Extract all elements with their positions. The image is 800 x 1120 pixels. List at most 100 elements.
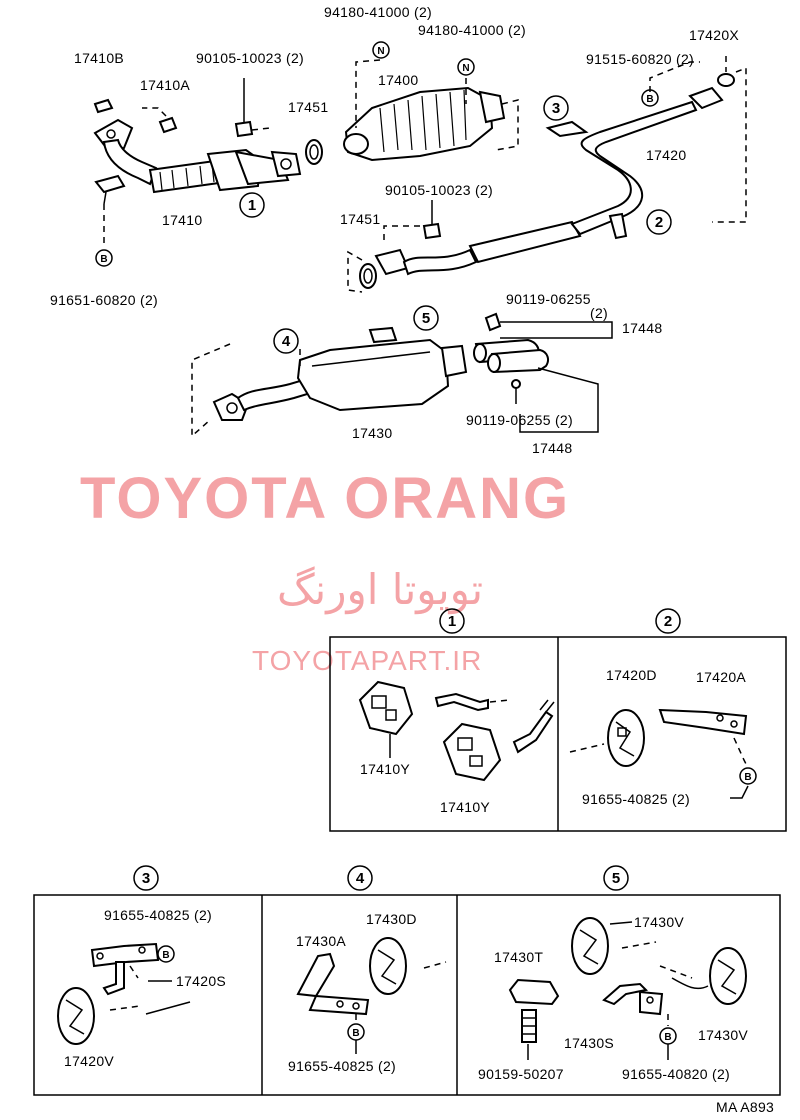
label-17410a: 17410A xyxy=(140,77,190,93)
tail-pipe-muffler-17430 xyxy=(191,326,468,438)
label-17420d: 17420D xyxy=(606,667,657,683)
detail-panel-3-4-5 xyxy=(33,894,781,1096)
marker-n-a: N xyxy=(372,41,390,59)
gasket-17410b xyxy=(93,98,114,114)
label-17430v-b: 17430V xyxy=(698,1027,748,1043)
label-17430: 17430 xyxy=(352,425,392,441)
front-exhaust-pipe-17410 xyxy=(93,118,302,205)
label-17410b: 17410B xyxy=(74,50,124,66)
label-17451-bottom: 17451 xyxy=(340,211,380,227)
svg-text:B: B xyxy=(100,254,107,265)
leader-94180-a xyxy=(355,59,381,128)
label-17420x: 17420X xyxy=(689,27,739,43)
bracket-17430a xyxy=(296,952,370,1016)
marker-b-91655-d: B xyxy=(659,1027,677,1045)
pipe-end-1b xyxy=(539,699,555,713)
label-91655-b: 91655-40825 (2) xyxy=(104,907,212,923)
callout-2-detail: 2 xyxy=(655,608,681,634)
label-94180-a: 94180-41000 (2) xyxy=(324,4,432,20)
bracket-17430s xyxy=(602,982,664,1016)
label-17420: 17420 xyxy=(646,147,686,163)
svg-text:3: 3 xyxy=(552,100,560,117)
marker-b-91655-a: B xyxy=(739,767,757,785)
pipe-5 xyxy=(671,977,709,990)
callout-5-detail: 5 xyxy=(603,865,629,891)
bolt-90159 xyxy=(521,1009,537,1043)
label-90105-bottom: 90105-10023 (2) xyxy=(385,182,493,198)
dash-2b xyxy=(733,737,749,769)
bolt-90105-bottom xyxy=(422,200,442,240)
label-94180-b: 94180-41000 (2) xyxy=(418,22,526,38)
leader-91515 xyxy=(649,61,700,92)
hanger-17430v-lower xyxy=(709,947,747,1005)
catalytic-converter-17400 xyxy=(343,86,519,162)
dash-3a xyxy=(129,965,139,979)
bolt-90119-b xyxy=(511,379,521,404)
hanger-17420d xyxy=(607,709,645,767)
svg-text:B: B xyxy=(352,1028,359,1039)
svg-text:N: N xyxy=(462,63,469,74)
leader-91655-a xyxy=(730,785,749,799)
label-17430d: 17430D xyxy=(366,911,417,927)
label-91515: 91515-60820 (2) xyxy=(586,51,694,67)
label-17430s: 17430S xyxy=(564,1035,614,1051)
dash-3b xyxy=(109,1005,141,1011)
hanger-17410y-b xyxy=(442,722,502,782)
svg-text:4: 4 xyxy=(282,333,291,350)
leader-17430v-a xyxy=(609,921,633,925)
svg-text:B: B xyxy=(646,94,653,105)
label-17420s: 17420S xyxy=(176,973,226,989)
dash-2a xyxy=(569,743,605,753)
label-90119-a: 90119-06255 xyxy=(506,291,591,307)
callout-4-detail: 4 xyxy=(347,865,373,891)
label-17430t: 17430T xyxy=(494,949,543,965)
bolt-90105-top xyxy=(234,78,271,138)
label-17410y-b: 17410Y xyxy=(440,799,490,815)
svg-text:B: B xyxy=(664,1032,671,1043)
svg-text:2: 2 xyxy=(655,214,663,231)
label-17420v-3: 17420V xyxy=(64,1053,114,1069)
callout-2-top: 2 xyxy=(646,209,672,235)
label-90119-a-qty: (2) xyxy=(590,305,608,321)
gasket-17451-top xyxy=(305,139,323,165)
pipe-3 xyxy=(145,1001,191,1015)
svg-text:5: 5 xyxy=(422,310,430,327)
bracket-17448-a xyxy=(500,321,613,339)
dash-1a xyxy=(489,699,511,703)
label-90159: 90159-50207 xyxy=(478,1066,564,1082)
insulator-17430t xyxy=(508,978,560,1006)
center-exhaust-pipe-17420 xyxy=(374,86,724,276)
svg-text:N: N xyxy=(377,46,384,57)
tail-pipe-tips-17448 xyxy=(473,338,549,374)
gasket-17451-bottom xyxy=(347,250,377,293)
svg-text:B: B xyxy=(744,772,751,783)
label-17400: 17400 xyxy=(378,72,418,88)
label-17451-top: 17451 xyxy=(288,99,328,115)
bracket-17448-b xyxy=(519,367,599,433)
callout-3-top: 3 xyxy=(543,95,569,121)
watermark-persian: تویوتا اورنگ xyxy=(277,565,483,614)
label-90105-top: 90105-10023 (2) xyxy=(196,50,304,66)
hanger-17430d xyxy=(369,937,407,995)
label-17420a: 17420A xyxy=(696,669,746,685)
svg-text:1: 1 xyxy=(448,613,456,630)
watermark-title: TOYOTA ORANG xyxy=(80,466,570,531)
bracket-17420s xyxy=(90,942,160,996)
callout-5-top: 5 xyxy=(413,305,439,331)
dash-5a xyxy=(621,941,657,949)
label-91651: 91651-60820 (2) xyxy=(50,292,158,308)
label-17448-b: 17448 xyxy=(532,440,572,456)
label-17430v-a: 17430V xyxy=(634,914,684,930)
hanger-17410y-a xyxy=(358,680,414,736)
label-17448-a: 17448 xyxy=(622,320,662,336)
bracket-1b xyxy=(512,710,554,754)
diagram-code: MA A893 xyxy=(716,1099,774,1115)
svg-text:3: 3 xyxy=(142,870,150,887)
callout-4-top: 4 xyxy=(273,328,299,354)
stud-nut-17410a xyxy=(142,107,178,134)
label-17410: 17410 xyxy=(162,212,202,228)
gasket-17420x xyxy=(712,56,747,223)
svg-text:B: B xyxy=(162,950,169,961)
label-91655-d: 91655-40820 (2) xyxy=(622,1066,730,1082)
